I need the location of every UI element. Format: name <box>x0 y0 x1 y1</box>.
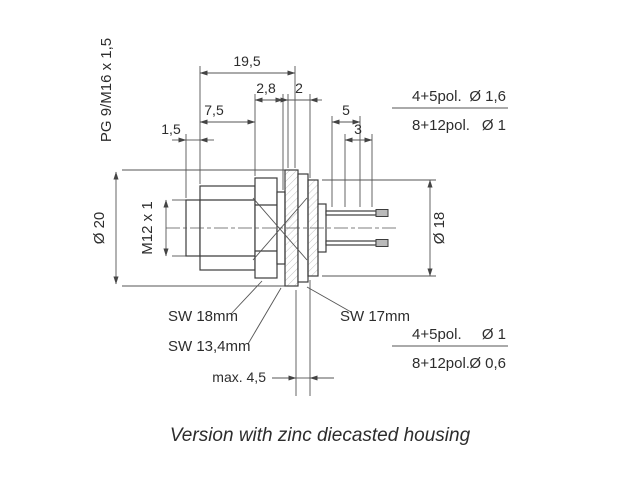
pin-spec-bottom-pol-2: 8+12pol. <box>412 355 470 372</box>
dim-text-1-5: 1,5 <box>161 121 181 137</box>
label-sw18: SW 18mm <box>168 308 238 325</box>
pin-spec-top: 4+5pol. Ø 1,6 8+12pol. Ø 1 <box>412 88 506 134</box>
label-pg-thread: PG 9/M16 x 1,5 <box>98 38 115 142</box>
pin-upper <box>325 210 377 216</box>
pin-spec-top-pol-2: 8+12pol. <box>412 117 470 134</box>
label-sw13-4: SW 13,4mm <box>168 338 251 355</box>
leader-sw13-4 <box>247 287 282 345</box>
section-diagonal <box>252 197 308 261</box>
dim-text-19-5: 19,5 <box>233 53 260 69</box>
pin-spec-bottom: 4+5pol. Ø 1 8+12pol. Ø 0,6 <box>412 326 506 372</box>
label-m12: M12 x 1 <box>139 201 156 254</box>
pin-lower-tip <box>375 239 389 247</box>
leader-lines <box>230 107 508 347</box>
label-dia20: Ø 20 <box>91 212 108 245</box>
leader-sw18 <box>230 280 263 315</box>
pin-spec-bottom-dia-1: Ø 1 <box>482 326 506 343</box>
pin-spec-bottom-pol-1: 4+5pol. <box>412 326 462 343</box>
pin-lower <box>325 240 377 246</box>
pin-spec-bottom-dia-2: Ø 0,6 <box>469 355 506 372</box>
label-sw17: SW 17mm <box>340 308 410 325</box>
pin-spec-top-dia-2: Ø 1 <box>482 117 506 134</box>
pin-upper-tip <box>375 209 389 217</box>
dimension-lines <box>113 70 433 381</box>
pin-spec-top-dia-1: Ø 1,6 <box>469 88 506 105</box>
pin-spec-top-pol-1: 4+5pol. <box>412 88 462 105</box>
dim-text-2: 2 <box>295 80 303 96</box>
caption: Version with zinc diecasted housing <box>170 425 471 446</box>
solder-pins <box>325 209 389 247</box>
dim-text-2-8: 2,8 <box>256 80 276 96</box>
leader-sw17 <box>306 286 352 313</box>
dim-text-7-5: 7,5 <box>204 102 224 118</box>
dim-text-3: 3 <box>354 121 362 137</box>
wrench-size-labels: SW 18mm SW 13,4mm SW 17mm <box>168 308 410 355</box>
rotated-labels: PG 9/M16 x 1,5 Ø 20 M12 x 1 Ø 18 <box>91 38 448 255</box>
label-dia18: Ø 18 <box>431 212 448 245</box>
dim-text-max45: max. 4,5 <box>212 369 266 385</box>
dim-text-5: 5 <box>342 102 350 118</box>
dimension-texts: 19,5 2,8 2 7,5 5 1,5 3 max. 4,5 <box>161 53 362 385</box>
